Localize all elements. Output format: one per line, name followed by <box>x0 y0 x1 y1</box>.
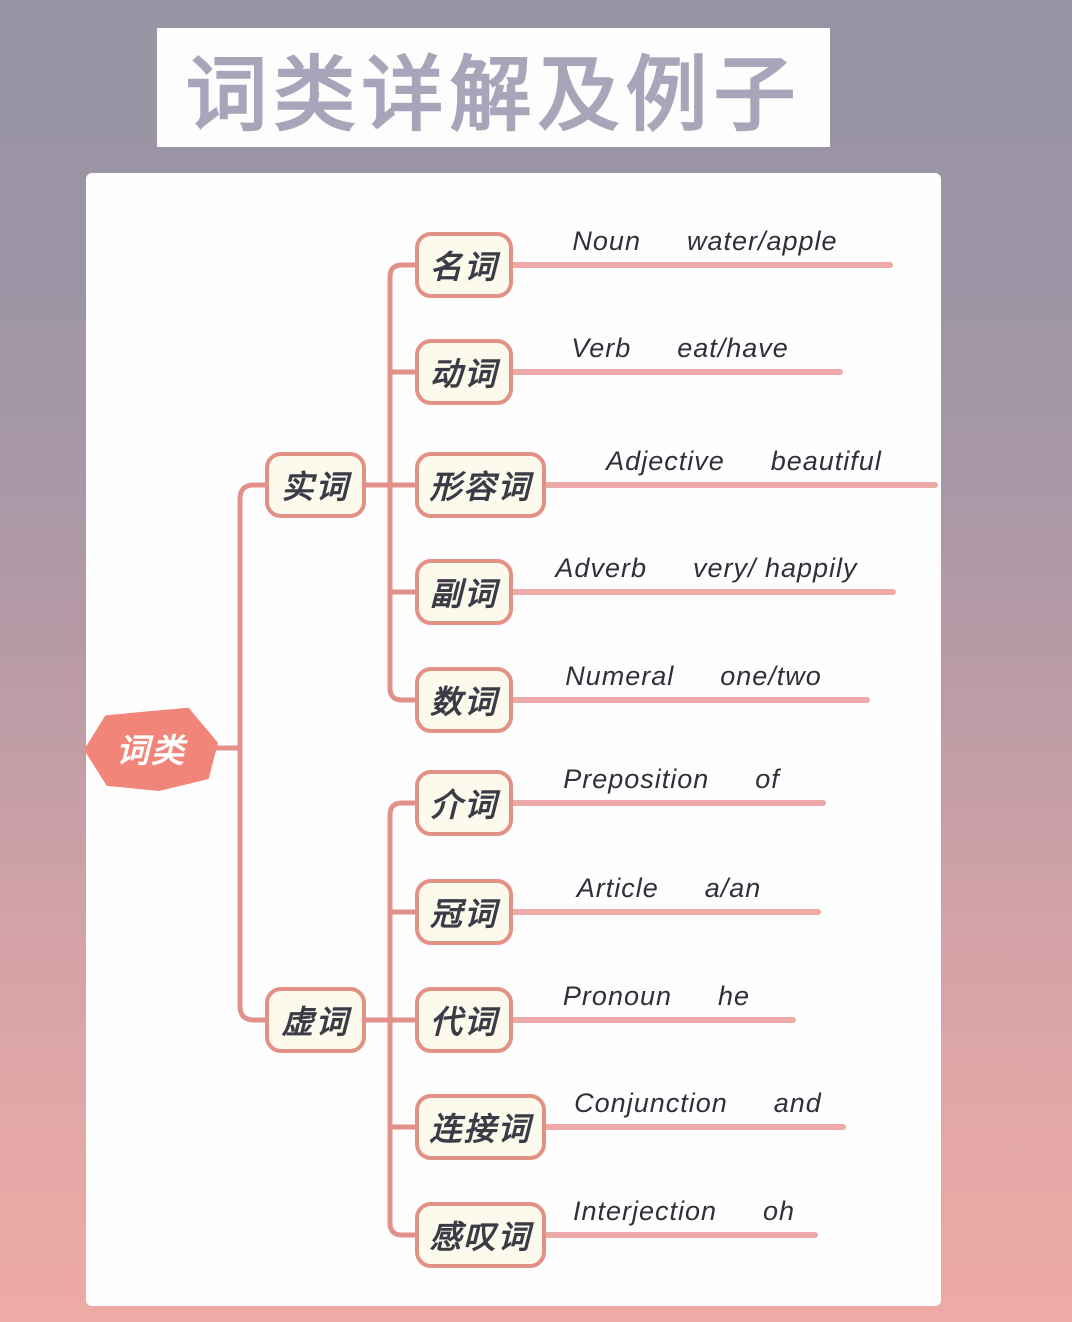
label-interjection-example: oh <box>763 1196 796 1226</box>
title-banner: 词类详解及例子 <box>157 28 830 147</box>
page-title: 词类详解及例子 <box>185 47 802 143</box>
label-preposition-example: of <box>755 764 780 794</box>
node-noun-label: 名词 <box>429 249 498 285</box>
label-adverb-en: Adverb <box>555 553 647 583</box>
label-numeral-en: Numeral <box>565 661 675 691</box>
node-pronoun-label: 代词 <box>429 1004 498 1040</box>
label-interjection: Interjection oh <box>553 1187 815 1227</box>
node-interjection-label: 感叹词 <box>429 1219 532 1255</box>
label-verb-example: eat/have <box>677 333 789 363</box>
node-adverb[interactable]: 副词 <box>415 559 513 625</box>
label-noun-en: Noun <box>572 226 641 256</box>
label-article-en: Article <box>576 873 659 903</box>
node-preposition-label: 介词 <box>429 787 498 823</box>
label-noun: Noun water/apple <box>520 217 890 257</box>
label-adjective-example: beautiful <box>770 446 882 476</box>
node-adjective[interactable]: 形容词 <box>415 452 546 518</box>
label-interjection-en: Interjection <box>572 1196 718 1226</box>
label-noun-example: water/apple <box>686 226 838 256</box>
label-conjunction-en: Conjunction <box>574 1088 728 1118</box>
node-numeral[interactable]: 数词 <box>415 667 513 733</box>
node-function-words[interactable]: 虚词 <box>265 987 366 1053</box>
node-pronoun[interactable]: 代词 <box>415 987 513 1053</box>
node-function-words-label: 虚词 <box>281 1004 350 1040</box>
label-article: Article a/an <box>520 864 818 904</box>
node-noun[interactable]: 名词 <box>415 232 513 298</box>
node-content-words-label: 实词 <box>281 469 350 505</box>
node-adverb-label: 副词 <box>429 576 498 612</box>
node-interjection[interactable]: 感叹词 <box>415 1202 546 1268</box>
node-adjective-label: 形容词 <box>429 469 532 505</box>
node-numeral-label: 数词 <box>429 684 498 720</box>
label-adverb: Adverb very/ happily <box>520 544 893 584</box>
label-adverb-example: very/ happily <box>692 553 858 583</box>
label-adjective: Adjective beautiful <box>553 437 935 477</box>
label-numeral-example: one/two <box>720 661 822 691</box>
label-conjunction: Conjunction and <box>553 1079 843 1119</box>
node-article[interactable]: 冠词 <box>415 879 513 945</box>
label-pronoun: Pronoun he <box>520 972 793 1012</box>
label-preposition-en: Preposition <box>563 764 710 794</box>
label-adjective-en: Adjective <box>606 446 725 476</box>
node-article-label: 冠词 <box>429 896 498 932</box>
label-conjunction-example: and <box>773 1088 822 1118</box>
node-conjunction-label: 连接词 <box>429 1111 532 1147</box>
node-root-label: 词类 <box>116 732 186 769</box>
node-root[interactable]: 词类 <box>84 707 218 791</box>
label-pronoun-en: Pronoun <box>562 981 673 1011</box>
node-conjunction[interactable]: 连接词 <box>415 1094 546 1160</box>
label-verb-en: Verb <box>571 333 632 363</box>
node-verb[interactable]: 动词 <box>415 339 513 405</box>
label-preposition: Preposition of <box>520 755 823 795</box>
label-verb: Verb eat/have <box>520 324 840 364</box>
label-article-example: a/an <box>704 873 762 903</box>
label-pronoun-example: he <box>718 981 751 1011</box>
node-preposition[interactable]: 介词 <box>415 770 513 836</box>
node-content-words[interactable]: 实词 <box>265 452 366 518</box>
node-verb-label: 动词 <box>429 356 498 392</box>
label-numeral: Numeral one/two <box>520 652 867 692</box>
